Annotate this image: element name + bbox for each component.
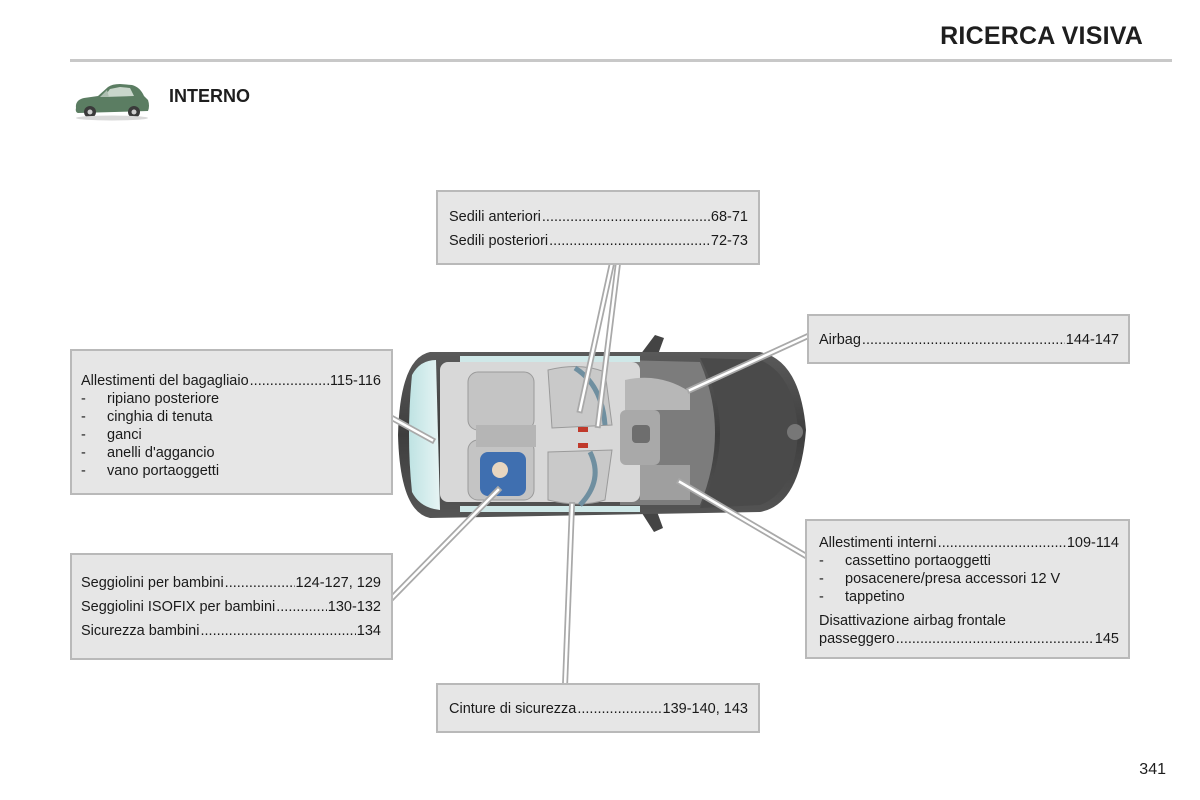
callout-seat-belts: Cinture di sicurezza139-140, 143 bbox=[436, 683, 760, 733]
interior-sub-item[interactable]: -tappetino bbox=[819, 589, 905, 605]
callout-boot-equipment: Allestimenti del bagagliaio115-116 -ripi… bbox=[70, 349, 393, 495]
boot-sub-item[interactable]: -ripiano posteriore bbox=[81, 391, 220, 407]
boot-sub-item[interactable]: -cinghia di tenuta bbox=[81, 409, 213, 425]
boot-sub-item[interactable]: -vano portaoggetti bbox=[81, 463, 220, 479]
page-header-title: RICERCA VISIVA bbox=[940, 22, 1143, 50]
boot-sub-item[interactable]: -ganci bbox=[81, 427, 142, 443]
callout-seats: Sedili anteriori68-71 Sedili posteriori7… bbox=[436, 190, 760, 265]
index-row-boot-equipment[interactable]: Allestimenti del bagagliaio115-116 bbox=[81, 372, 381, 390]
index-row-rear-seats[interactable]: Sedili posteriori72-73 bbox=[449, 232, 748, 250]
index-row-front-seats[interactable]: Sedili anteriori68-71 bbox=[449, 208, 748, 226]
interior-sub-item[interactable]: -posacenere/presa accessori 12 V bbox=[819, 571, 1061, 587]
index-row-child-seats[interactable]: Seggiolini per bambini124-127, 129 bbox=[81, 574, 381, 592]
index-row-interior-equipment[interactable]: Allestimenti interni109-114 bbox=[819, 534, 1119, 552]
header-divider bbox=[70, 59, 1172, 62]
callout-airbag: Airbag144-147 bbox=[807, 314, 1130, 364]
callout-child-seats: Seggiolini per bambini124-127, 129 Seggi… bbox=[70, 553, 393, 660]
callout-interior-equipment: Allestimenti interni109-114 -cassettino … bbox=[805, 519, 1130, 659]
boot-sub-item[interactable]: -anelli d'aggancio bbox=[81, 445, 215, 461]
index-row-airbag-deactivation[interactable]: passeggero145 bbox=[819, 630, 1119, 648]
interior-sub-item[interactable]: -cassettino portaoggetti bbox=[819, 553, 991, 569]
index-row-airbag[interactable]: Airbag144-147 bbox=[819, 331, 1119, 349]
page-number: 341 bbox=[1139, 761, 1166, 778]
section-title: INTERNO bbox=[169, 86, 250, 106]
index-row-seat-belts[interactable]: Cinture di sicurezza139-140, 143 bbox=[449, 700, 748, 718]
index-row-isofix-seats[interactable]: Seggiolini ISOFIX per bambini130-132 bbox=[81, 598, 381, 616]
airbag-deactivation-label: Disattivazione airbag frontale bbox=[819, 613, 1006, 629]
car-hatchback-icon bbox=[75, 84, 149, 121]
index-row-child-safety[interactable]: Sicurezza bambini134 bbox=[81, 622, 381, 640]
